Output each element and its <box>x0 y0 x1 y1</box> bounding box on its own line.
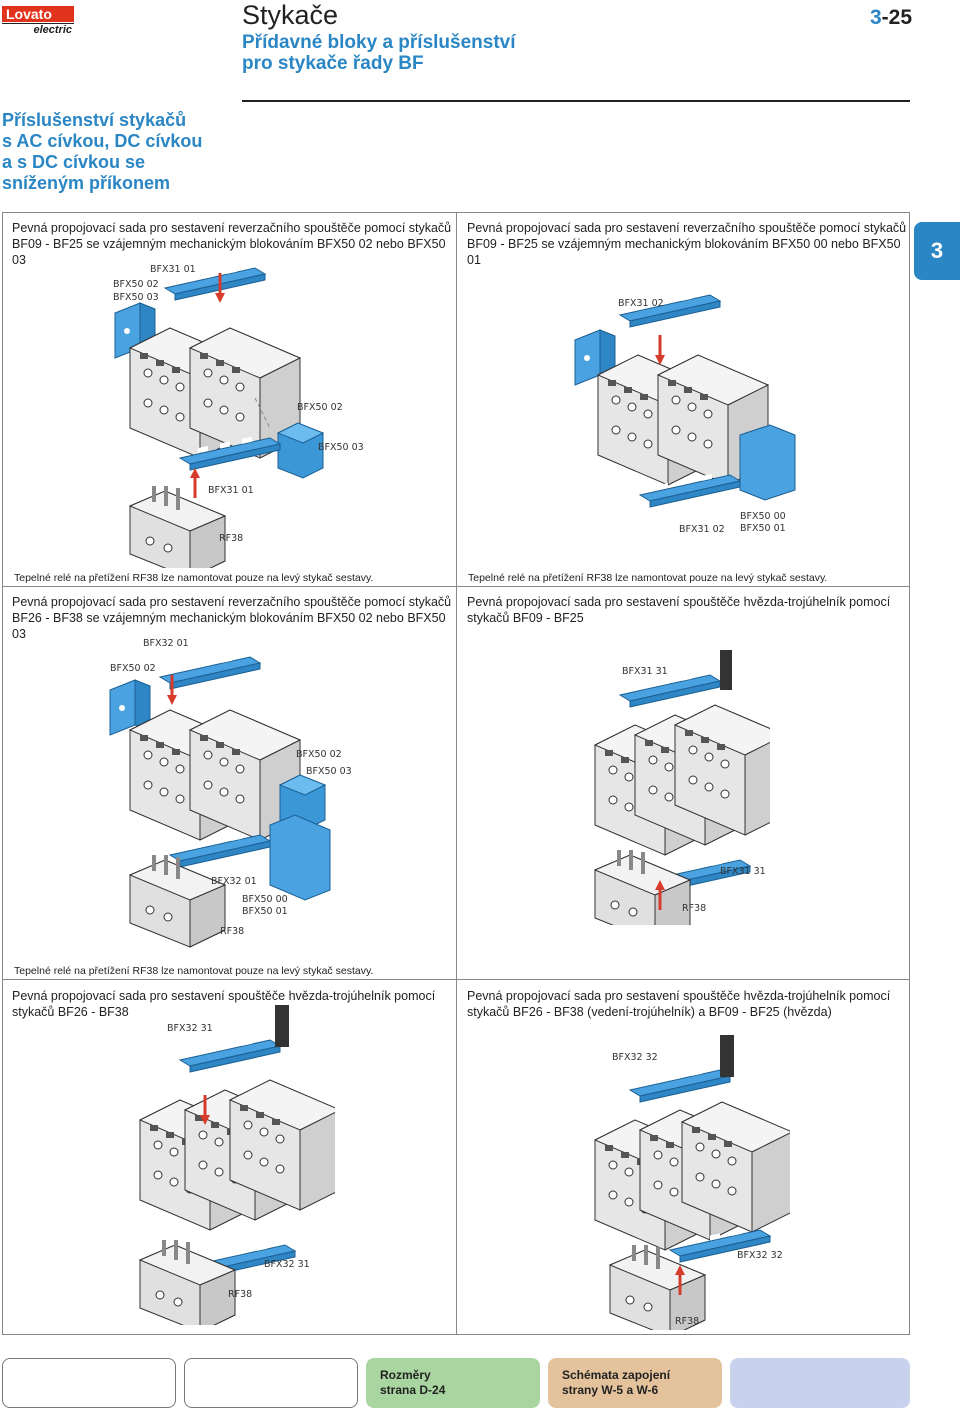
lovato-logo: Lovato electric <box>2 6 74 36</box>
panel-3-label-bfx32-01-top: BFX32 01 <box>143 638 189 649</box>
panel-3-label-rf38: RF38 <box>220 926 245 937</box>
section-title-line-1: Příslušenství stykačů <box>2 110 187 130</box>
panel-3-label-bfx50-03-right: BFX50 03 <box>306 766 352 777</box>
panel-4-illustration <box>594 650 770 925</box>
panel-5-description: Pevná propojovací sada pro sestavení spo… <box>12 988 452 1020</box>
panel-1-label-bfx50-03-right: BFX50 03 <box>318 442 364 453</box>
panel-3-label-bfx50-00: BFX50 00 <box>242 894 288 905</box>
footer-blank-box-1 <box>2 1358 176 1408</box>
panel-2-desc-line-2: BF09 - BF25 se vzájemným mechanickým blo… <box>467 237 901 267</box>
panel-1-label-bfx50-02-left: BFX50 02 <box>113 279 159 290</box>
panel-1-desc-line-1: Pevná propojovací sada pro sestavení rev… <box>12 221 452 235</box>
panel-1-description: Pevná propojovací sada pro sestavení rev… <box>12 220 452 268</box>
footer-blank-box-2 <box>184 1358 358 1408</box>
panel-3-desc-line-1: Pevná propojovací sada pro sestavení rev… <box>12 595 452 609</box>
footer-link-dimensions-page: strana D-24 <box>380 1383 446 1397</box>
panel-4-label-rf38: RF38 <box>682 903 707 914</box>
panel-6-description: Pevná propojovací sada pro sestavení spo… <box>467 988 907 1020</box>
panel-2-label-bfx31-02-bottom: BFX31 02 <box>679 524 725 535</box>
panel-4-description: Pevná propojovací sada pro sestavení spo… <box>467 594 907 626</box>
panel-1-label-rf38: RF38 <box>219 533 244 544</box>
panel-5-illustration <box>139 1005 335 1325</box>
panel-1-note: Tepelné relé na přetížení RF38 lze namon… <box>14 572 374 584</box>
panel-3-label-bfx32-01-bottom: BFX32 01 <box>211 876 257 887</box>
panel-2-description: Pevná propojovací sada pro sestavení rev… <box>467 220 907 268</box>
page-number-chapter: 3 <box>869 6 882 29</box>
footer-link-dimensions-title: Rozměry <box>380 1368 431 1382</box>
page-subtitle: Přídavné bloky a příslušenství pro styka… <box>242 32 622 74</box>
panel-6-label-bfx32-32-bottom: BFX32 32 <box>737 1250 783 1261</box>
panel-2-label-bfx50-01: BFX50 01 <box>740 523 786 534</box>
footer-link-wiring-pages: strany W-5 a W-6 <box>562 1383 659 1397</box>
panel-6-illustration <box>594 1035 790 1330</box>
panel-5-label-bfx32-31-top: BFX32 31 <box>167 1023 213 1034</box>
page-number-page: -25 <box>881 6 912 29</box>
panel-1-desc-line-2: BF09 - BF25 se vzájemným mechanickým blo… <box>12 237 446 267</box>
panel-4-label-bfx31-31-bottom: BFX31 31 <box>720 866 766 877</box>
panel-2-label-bfx50-00: BFX50 00 <box>740 511 786 522</box>
section-title-line-3: a s DC cívkou se <box>2 152 146 172</box>
header-divider <box>242 100 910 102</box>
panel-4-desc-line-1: Pevná propojovací sada pro sestavení spo… <box>467 595 891 609</box>
panel-5-desc-line-2: stykačů BF26 - BF38 <box>12 1005 129 1019</box>
logo-subtitle: electric <box>2 23 74 36</box>
panel-2-note: Tepelné relé na přetížení RF38 lze namon… <box>468 572 828 584</box>
panel-6-label-bfx32-32-top: BFX32 32 <box>612 1052 658 1063</box>
footer-link-wiring-diagrams[interactable]: Schémata zapojení strany W-5 a W-6 <box>548 1358 722 1408</box>
panel-5-label-bfx32-31-bottom: BFX32 31 <box>264 1259 310 1270</box>
panel-4-label-bfx31-31-top: BFX31 31 <box>622 666 668 677</box>
panel-3-illustration <box>109 655 331 948</box>
panel-6-label-rf38: RF38 <box>675 1316 700 1327</box>
panel-4-desc-line-2: stykačů BF09 - BF25 <box>467 611 584 625</box>
panel-2-illustration <box>574 293 796 508</box>
panel-1-label-bfx50-02-right: BFX50 02 <box>297 402 343 413</box>
panel-5-desc-line-1: Pevná propojovací sada pro sestavení spo… <box>12 989 436 1003</box>
footer-blank-link[interactable] <box>730 1358 910 1408</box>
footer-link-dimensions[interactable]: Rozměry strana D-24 <box>366 1358 540 1408</box>
panel-1-label-bfx50-03-left: BFX50 03 <box>113 292 159 303</box>
panel-6-desc-line-2: stykačů BF26 - BF38 (vedení-trojúhelník)… <box>467 1005 832 1019</box>
panel-5-label-rf38: RF38 <box>228 1289 253 1300</box>
panel-2-label-bfx31-02-top: BFX31 02 <box>618 298 664 309</box>
panel-1-illustration <box>114 266 324 568</box>
panel-1-label-bfx31-01-top: BFX31 01 <box>150 264 196 275</box>
section-title: Příslušenství stykačů s AC cívkou, DC cí… <box>2 110 282 194</box>
chapter-tab[interactable]: 3 <box>914 222 960 280</box>
section-title-line-4: sníženým příkonem <box>2 173 171 193</box>
footer-link-wiring-title: Schémata zapojení <box>562 1368 671 1382</box>
panel-1-label-bfx31-01-bottom: BFX31 01 <box>208 485 254 496</box>
grid-divider-row2 <box>2 979 910 980</box>
logo-wordmark: Lovato <box>2 6 74 22</box>
page-number: 3-25 <box>870 6 912 30</box>
panel-3-note: Tepelné relé na přetížení RF38 lze namon… <box>14 965 374 977</box>
panel-3-label-bfx50-01: BFX50 01 <box>242 906 288 917</box>
panel-3-description: Pevná propojovací sada pro sestavení rev… <box>12 594 452 642</box>
panel-3-label-bfx50-02-right: BFX50 02 <box>296 749 342 760</box>
subtitle-line-2: pro stykače řady BF <box>242 53 424 74</box>
panel-3-label-bfx50-02-left: BFX50 02 <box>110 663 156 674</box>
panel-6-desc-line-1: Pevná propojovací sada pro sestavení spo… <box>467 989 891 1003</box>
subtitle-line-1: Přídavné bloky a příslušenství <box>242 32 516 53</box>
grid-divider-row1 <box>2 586 910 587</box>
page-title: Stykače <box>242 0 339 30</box>
panel-3-desc-line-2: BF26 - BF38 se vzájemným mechanickým blo… <box>12 611 446 641</box>
grid-divider-vertical <box>456 212 457 1335</box>
section-title-line-2: s AC cívkou, DC cívkou <box>2 131 203 151</box>
panel-2-desc-line-1: Pevná propojovací sada pro sestavení rev… <box>467 221 907 235</box>
